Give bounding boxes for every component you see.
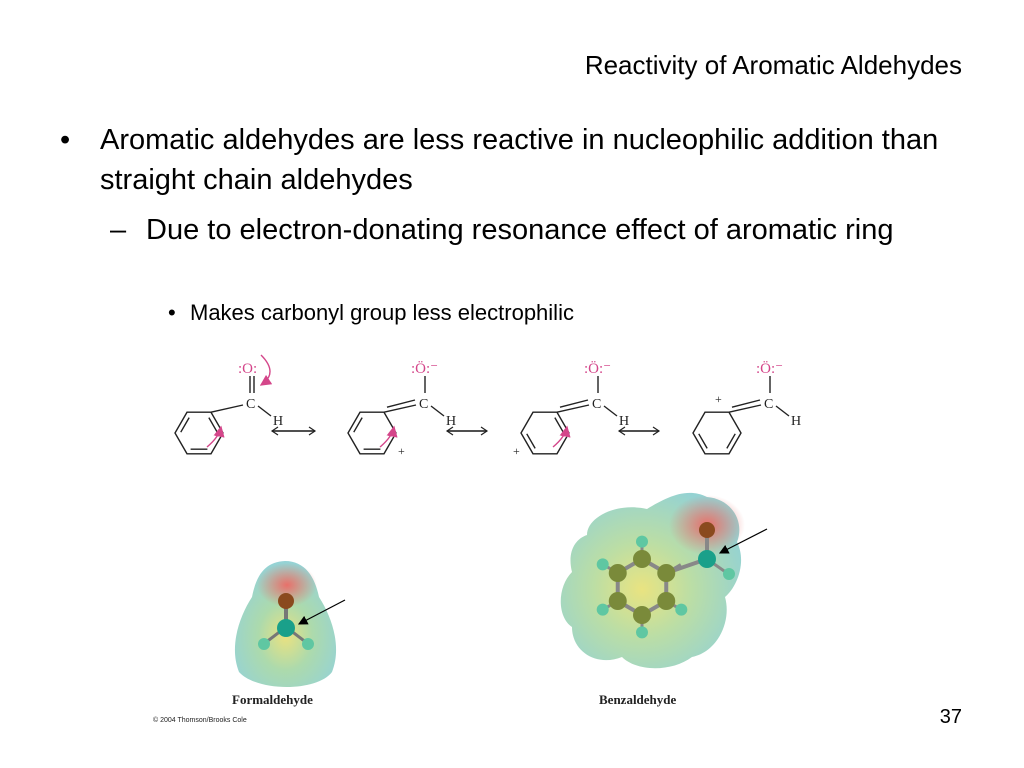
carbon-ball [657,592,676,610]
hydrogen-ball [636,535,648,548]
ring-to-carbon-bond [210,404,244,413]
carbon-ball [633,606,651,624]
resonance-arrow [270,426,317,436]
hydrogen-ball [596,603,609,616]
benzaldehyde-label: Benzaldehyde [599,692,677,707]
formaldehyde-potential-map: Formaldehyde [232,561,346,707]
positive-charge: + [513,444,520,458]
carbon-atom: C [592,397,601,412]
carbon-ball [277,619,295,637]
dash-mark: – [110,214,127,246]
resonance-arrowhead [445,426,454,436]
ring-double-bond [526,433,536,449]
carbon-atom: C [246,397,255,412]
resonance-structure-3: C H :Ö:⁻ + [513,360,629,458]
benzaldehyde-potential-map: Benzaldehyde [560,492,768,707]
hydrogen-ball [302,638,314,650]
page-number: 37 [939,706,962,728]
hydrogen-ball [636,626,648,639]
exocyclic-double-bond [559,399,589,408]
carbon-ball [657,564,676,582]
formaldehyde-label: Formaldehyde [232,692,313,707]
bullet-mark: • [168,300,176,325]
resonance-arrowhead [652,426,661,436]
hydrogen-atom: H [446,414,456,429]
oxygen-ball [278,593,294,609]
carbon-ball [633,550,651,568]
hydrogen-ball [258,638,270,650]
exocyclic-double-bond [386,399,416,408]
resonance-structure-4: C H :Ö:⁻ + [692,360,801,455]
c-h-bond [603,405,618,417]
benzene-ring [347,411,397,455]
positive-charge: + [715,392,722,406]
benzene-ring [692,411,742,455]
electron-push-arrow [206,425,225,448]
negative-region [257,563,317,607]
electron-push-arrow [259,354,273,386]
resonance-arrowhead [480,426,489,436]
carbon-atom: C [419,397,428,412]
pointer-arrow [297,599,346,625]
bullet-text: Aromatic aldehydes are less reactive in … [100,124,939,196]
carbonyl-carbon-ball [698,550,716,568]
ring-to-carbon-bond [728,404,762,413]
benzene-ring [520,411,570,455]
carbon-ball [608,564,627,582]
c-h-bond [257,405,272,417]
resonance-structure-2: C H :Ö:⁻ + [347,360,456,458]
figure-resonance-and-potential-maps: C H :O: C H :Ö:⁻ + C H :Ö:⁻ + C H :Ö:⁻ + Formaldehyde Be… [153,354,801,724]
oxygen-ball [699,522,715,538]
ring-double-bond [698,433,708,449]
hydrogen-atom: H [273,414,283,429]
carbon-atom: C [764,397,773,412]
hydrogen-atom: H [791,414,801,429]
bullet-mark: • [60,124,71,156]
hydrogen-atom: H [619,414,629,429]
copyright-notice: © 2004 Thomson/Brooks Cole [153,716,247,724]
resonance-arrow [617,426,661,436]
ring-double-bond [726,433,736,449]
pointer-arrow [718,528,768,554]
slide-title: Reactivity of Aromatic Aldehydes [584,50,962,80]
benzene-ring [174,411,224,455]
oxygen-atom: :O: [238,361,257,377]
resonance-arrow [445,426,489,436]
ring-double-bond [353,417,363,433]
hydrogen-ball [675,603,688,616]
resonance-structure-1: C H :O: [174,354,283,455]
c-h-bond [430,405,445,417]
bullet-text: Due to electron-donating resonance effec… [146,214,894,246]
resonance-arrowhead [308,426,317,436]
resonance-arrowhead [617,426,626,436]
c-h-bond [775,405,790,417]
hydrogen-ball [723,568,735,580]
oxygen-atom: :Ö:⁻ [756,360,783,377]
exocyclic-double-bond [731,399,761,408]
electron-push-arrow [379,425,398,448]
ring-double-bond [180,417,190,433]
bullet-text: Makes carbonyl group less electrophilic [190,300,574,325]
resonance-arrowhead [270,426,279,436]
hydrogen-ball [596,558,609,571]
carbon-ball [608,592,627,610]
oxygen-atom: :Ö:⁻ [584,360,611,377]
electron-push-arrow [552,425,571,448]
positive-charge: + [398,444,405,458]
resonance-structures: C H :O: C H :Ö:⁻ + C H :Ö:⁻ + C H :Ö:⁻ + [174,354,801,458]
ring-to-carbon-bond [556,404,590,413]
ring-to-carbon-bond [383,404,417,413]
oxygen-atom: :Ö:⁻ [411,360,438,377]
